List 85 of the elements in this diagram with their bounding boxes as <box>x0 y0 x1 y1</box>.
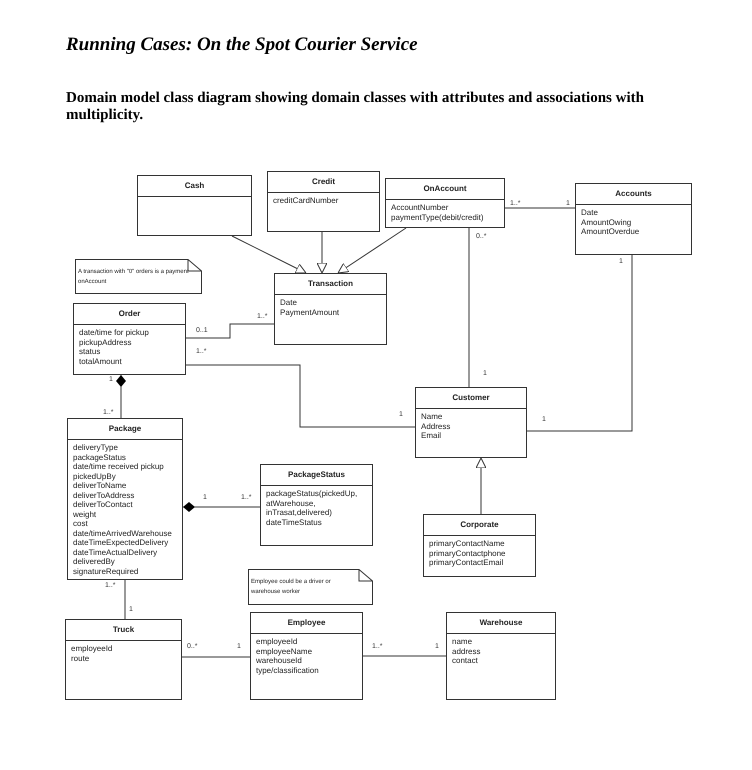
attribute-text: date/timeArrivedWarehouse <box>73 528 173 538</box>
attribute-text: packageStatus(pickedUp, atWarehouse, inTrasat,delivered) <box>266 489 358 518</box>
class-box <box>267 171 380 232</box>
attribute-text: date/time received pickup <box>73 462 165 472</box>
class-box <box>274 273 387 345</box>
class-name: PackageStatus <box>261 465 372 486</box>
class-name: Order <box>74 304 185 325</box>
class-name: Package <box>68 419 182 440</box>
class-name: Warehouse <box>447 613 555 634</box>
class-box <box>250 612 363 700</box>
attribute-text: primaryContactEmail <box>429 558 504 568</box>
attribute-text: type/classification <box>256 666 320 675</box>
association-line <box>182 656 250 658</box>
association-line <box>186 324 274 338</box>
attribute-text: deliverToContact <box>73 500 134 510</box>
attribute-text: signatureRequired <box>73 566 140 576</box>
note-shape <box>75 259 202 294</box>
attribute-text: employeeId <box>71 644 114 654</box>
attribute-text: totalAmount <box>79 356 123 366</box>
composition-line <box>182 502 260 512</box>
attribute-text: dateTimeExpectedDelivery <box>73 538 170 548</box>
class-box <box>137 175 252 236</box>
class-name: Transaction <box>275 274 386 295</box>
attribute-text: PaymentAmount <box>280 308 340 317</box>
class-name: Customer <box>416 388 526 409</box>
attribute-text: contact <box>452 656 479 666</box>
class-name: Truck <box>66 620 181 641</box>
attribute-text: Date <box>581 208 599 218</box>
title: Running Cases: On the Spot Courier Service <box>66 34 418 56</box>
attribute-text: employeeName <box>256 646 314 656</box>
class-box <box>385 178 505 228</box>
class-name: Accounts <box>576 184 691 205</box>
attribute-text: dateTimeStatus <box>266 518 323 527</box>
attribute-text: route <box>71 654 90 663</box>
note-shape <box>248 569 373 605</box>
class-box <box>73 303 186 375</box>
generalization-arrow <box>232 236 306 274</box>
attribute-text: deliveredBy <box>73 557 116 566</box>
attribute-text: employeeId <box>256 637 298 646</box>
attribute-text: primaryContactName <box>429 539 506 548</box>
attribute-text: creditCardNumber <box>273 196 340 206</box>
class-box <box>423 514 536 577</box>
attribute-text: date/time for pickup <box>79 328 150 338</box>
attribute-text: dateTimeActualDelivery <box>73 548 158 557</box>
attribute-text: Date <box>280 298 298 308</box>
attribute-text: AmountOverdue <box>581 227 640 236</box>
attribute-text: name <box>452 637 474 646</box>
class-name: Employee <box>251 613 362 634</box>
generalization-arrow <box>476 458 486 514</box>
association-line <box>124 580 126 620</box>
class-box <box>415 387 527 458</box>
class-box <box>446 612 556 700</box>
composition-line <box>116 374 126 418</box>
attribute-text: cost <box>73 519 89 528</box>
attribute-text: address <box>452 646 482 656</box>
caption: Domain model class diagram showing domain classes with attributes and associations with multiplicity. <box>66 90 645 124</box>
association-line <box>186 364 416 428</box>
generalization-arrow <box>338 228 406 274</box>
attribute-text: Email <box>421 431 442 440</box>
attribute-text: AccountNumber <box>391 203 450 212</box>
association-line <box>468 228 470 388</box>
association-line <box>526 254 632 432</box>
attribute-text: packageStatus <box>73 452 127 462</box>
attribute-text: pickedUpBy <box>73 472 117 481</box>
attribute-text: Address <box>421 422 452 431</box>
class-box <box>67 418 183 580</box>
attribute-text: weight <box>73 510 98 519</box>
class-name: Cash <box>138 176 251 197</box>
attribute-text: deliveryType <box>73 443 119 452</box>
attribute-text: primaryContactphone <box>429 548 506 558</box>
class-box <box>260 464 373 546</box>
class-name: Corporate <box>424 515 535 536</box>
generalization-arrow <box>316 232 328 274</box>
class-box <box>575 183 692 255</box>
class-name: OnAccount <box>386 179 504 200</box>
attribute-text: deliverToAddress <box>73 490 136 500</box>
attribute-text: pickupAddress <box>79 338 132 347</box>
attribute-text: paymentType(debit/credit) <box>391 212 484 222</box>
class-name: Credit <box>268 172 379 193</box>
attribute-text: AmountOwing <box>581 218 632 227</box>
attribute-text: Name <box>421 412 444 422</box>
attribute-text: deliverToName <box>73 481 128 490</box>
class-box <box>65 619 182 700</box>
attribute-text: status <box>79 347 102 356</box>
attribute-text: warehouseId <box>256 656 303 666</box>
